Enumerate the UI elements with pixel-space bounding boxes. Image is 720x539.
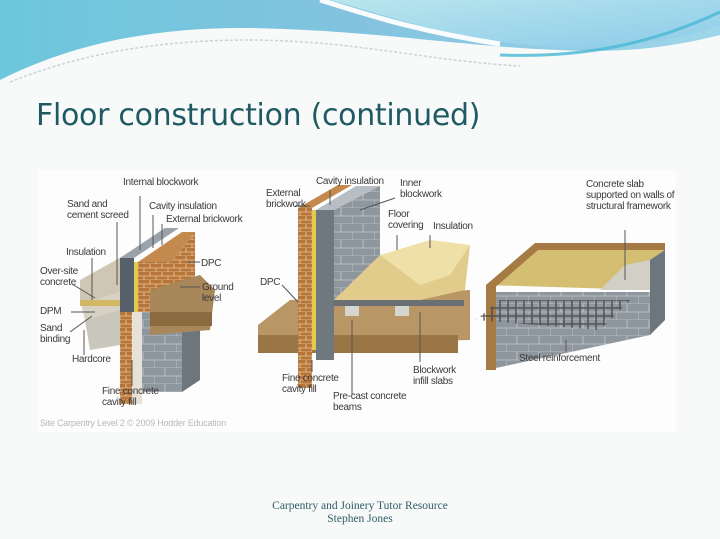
label-blockwork-infill-slabs: Blockwork infill slabs: [413, 365, 456, 387]
label-insulation-1: Insulation: [66, 247, 106, 258]
label-hardcore: Hardcore: [72, 354, 111, 365]
label-sand-cement-screed: Sand and cement screed: [67, 199, 129, 221]
label-external-brickwork-1: External brickwork: [166, 214, 243, 225]
label-concrete-slab: Concrete slab supported on walls of stru…: [586, 179, 675, 212]
label-dpc-1: DPC: [201, 258, 222, 269]
label-dpm: DPM: [40, 306, 62, 317]
label-insulation-2: Insulation: [433, 221, 473, 232]
label-steel-reinforcement: Steel reinforcement: [519, 353, 601, 364]
label-floor-covering: Floor covering: [388, 209, 424, 231]
label-cavity-insulation-2: Cavity insulation: [316, 176, 384, 187]
label-dpc-2: DPC: [260, 277, 281, 288]
diagram-beam-block-floor: [258, 185, 470, 388]
label-ground-level: Ground level: [202, 282, 234, 304]
figure-copyright: Site Carpentry Level 2 © 2009 Hodder Edu…: [40, 418, 227, 428]
footer-author: Stephen Jones: [327, 513, 393, 525]
diagram-solid-floor: [80, 228, 215, 404]
label-precast-concrete-beams: Pre-cast concrete beams: [333, 391, 407, 413]
label-cavity-insulation-1: Cavity insulation: [149, 201, 217, 212]
slide-footer: Carpentry and Joinery Tutor Resource Ste…: [0, 500, 720, 526]
footer-course: Carpentry and Joinery Tutor Resource: [272, 500, 448, 512]
label-external-brickwork-2: External brickwork: [266, 188, 306, 210]
label-inner-blockwork: Inner blockwork: [400, 178, 442, 200]
header-wave-decoration: [0, 0, 720, 90]
leader-lines: [69, 190, 626, 395]
label-internal-blockwork: Internal blockwork: [123, 177, 199, 188]
diagram-concrete-slab: [476, 243, 665, 370]
slide-title: Floor construction (continued): [36, 98, 481, 133]
label-sand-binding: Sand binding: [40, 323, 71, 345]
label-fine-concrete-cavity-fill-2: Fine concrete cavity fill: [282, 373, 339, 395]
label-fine-concrete-cavity-fill-1: Fine concrete cavity fill: [102, 386, 159, 408]
label-oversite-concrete: Over-site concrete: [40, 266, 78, 288]
